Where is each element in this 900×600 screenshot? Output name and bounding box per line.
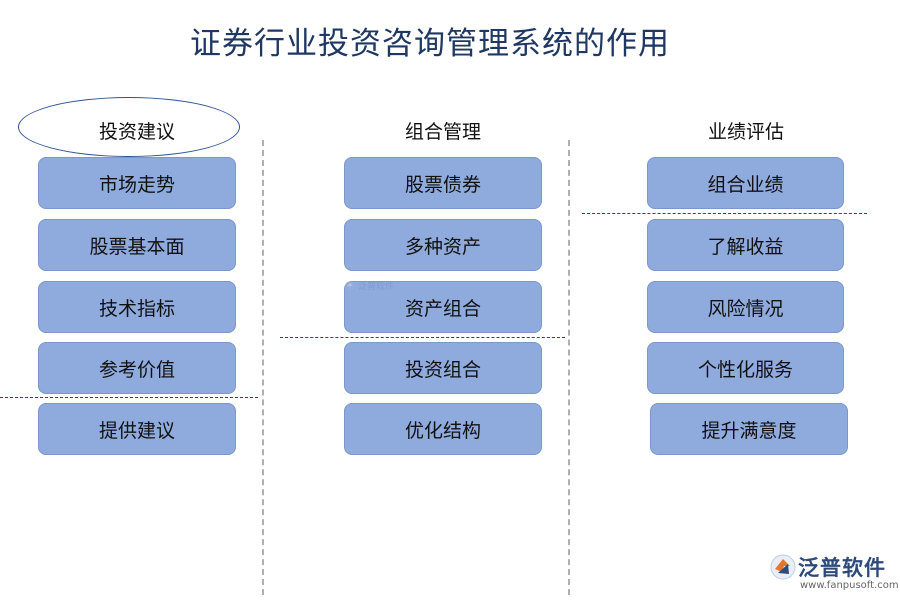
logo-name: 泛普软件 [798, 556, 886, 580]
logo-url: www.fanpusoft.com [800, 580, 899, 591]
item-box: 个性化服务 [647, 342, 844, 394]
brand-logo: 泛普软件 www.fanpusoft.com [770, 552, 899, 596]
header-highlight-ellipse [18, 97, 240, 157]
item-box: 市场走势 [38, 157, 236, 209]
column-header-performance-evaluation: 业绩评估 [707, 121, 784, 143]
item-box: 组合业绩 [647, 157, 844, 209]
item-box: 了解收益 [647, 219, 844, 271]
item-box: 资产组合 [344, 281, 542, 333]
column-separator [262, 140, 264, 595]
section-divider [582, 213, 867, 214]
item-box: 提升满意度 [650, 403, 848, 455]
item-box: 提供建议 [38, 403, 236, 455]
item-box: 参考价值 [38, 342, 236, 394]
item-box: 风险情况 [647, 281, 844, 333]
diagram-title: 证券行业投资咨询管理系统的作用 [190, 26, 670, 62]
section-divider [280, 337, 565, 338]
watermark-logo-icon [345, 281, 355, 291]
column-separator [568, 140, 570, 595]
fanpu-logo-icon [770, 554, 796, 580]
item-box: 多种资产 [344, 219, 542, 271]
watermark: 泛普软件 [344, 278, 404, 294]
item-box: 技术指标 [38, 281, 236, 333]
section-divider [0, 397, 258, 398]
item-box: 股票基本面 [38, 219, 236, 271]
column-header-investment-advice: 投资建议 [98, 121, 175, 143]
column-header-portfolio-management: 组合管理 [404, 121, 481, 143]
item-box: 股票债券 [344, 157, 542, 209]
item-box: 优化结构 [344, 403, 542, 455]
watermark-text: 泛普软件 [358, 282, 395, 292]
item-box: 投资组合 [344, 342, 542, 394]
